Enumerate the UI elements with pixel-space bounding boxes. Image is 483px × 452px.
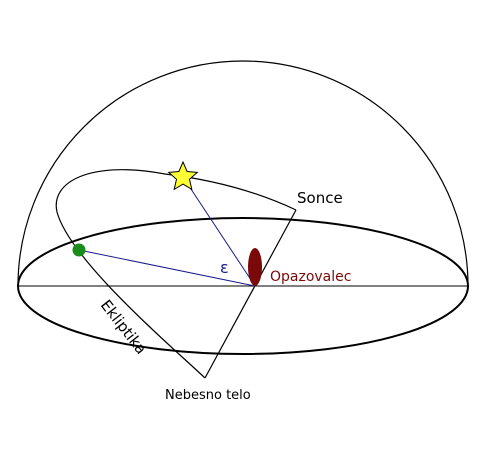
angle-label: ε: [220, 258, 229, 277]
dome-arc: [17, 60, 469, 287]
star-icon: [167, 160, 199, 191]
observer-label: Opazovalec: [270, 269, 351, 285]
ecliptic-label: Ekliptika: [97, 296, 150, 357]
body-dot-icon: [72, 243, 86, 257]
observer-to-sun-line: [182, 176, 256, 287]
ecliptic-curve: [55, 169, 297, 379]
meridian-line: [204, 209, 297, 379]
observer-ellipse-icon: [248, 248, 262, 286]
observer-to-body-line: [78, 249, 256, 287]
sun-label: Sonce: [297, 189, 343, 207]
celestial-body-label: Nebesno telo: [165, 388, 251, 403]
